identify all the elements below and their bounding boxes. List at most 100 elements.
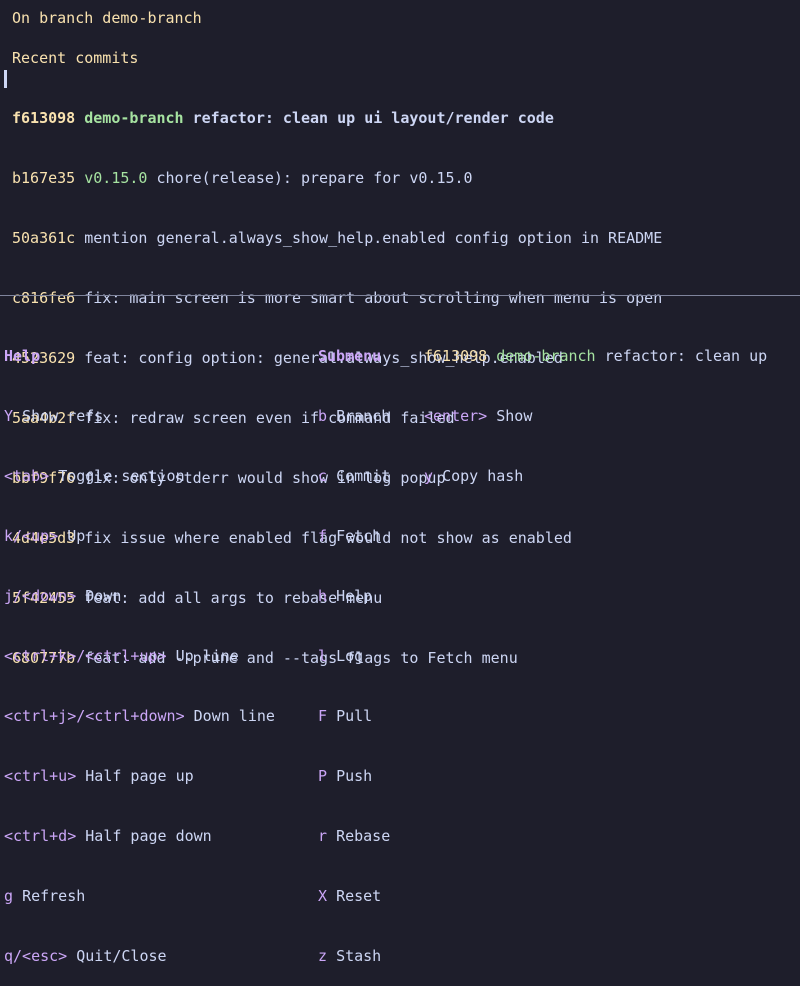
submenu-item: l Log	[318, 646, 390, 666]
help-item: <tab> Toggle section	[4, 466, 275, 486]
commit-ref: demo-branch	[496, 347, 596, 365]
submenu-item: r Rebase	[318, 826, 390, 846]
commit-hash: c816fe6	[12, 289, 76, 307]
commit-message: fix: main screen is more smart about scr…	[84, 289, 663, 307]
help-item: q/<esc> Quit/Close	[4, 946, 275, 966]
context-commit: f613098 demo-branch refactor: clean up	[424, 346, 767, 366]
help-column: Help Y Show refs <tab> Toggle section k/…	[4, 306, 275, 986]
commit-ref: demo-branch	[84, 109, 184, 127]
key-hint: j/<down>	[4, 587, 77, 605]
key-hint: z	[318, 947, 328, 965]
context-item: <enter> Show	[424, 406, 767, 426]
help-divider	[0, 295, 800, 296]
key-label: Fetch	[336, 527, 382, 545]
key-hint: r	[318, 827, 328, 845]
key-label: Toggle section	[58, 467, 185, 485]
cursor-marker	[4, 70, 7, 88]
key-label: Show refs	[22, 407, 104, 425]
key-hint: <ctrl+k>/<ctrl+up>	[4, 647, 167, 665]
submenu-item: F Pull	[318, 706, 390, 726]
key-hint: c	[318, 467, 328, 485]
key-label: Copy hash	[442, 467, 524, 485]
commit-row[interactable]: 5aa4b2f fix: redraw screen even if comma…	[12, 408, 662, 428]
help-item: j/<down> Down	[4, 586, 275, 606]
key-label: Refresh	[22, 887, 86, 905]
key-label: Commit	[336, 467, 391, 485]
submenu-item: P Push	[318, 766, 390, 786]
commit-hash: b167e35	[12, 169, 76, 187]
key-hint: <ctrl+u>	[4, 767, 77, 785]
key-hint: Y	[4, 407, 14, 425]
key-hint: <ctrl+j>/<ctrl+down>	[4, 707, 185, 725]
key-label: Help	[336, 587, 373, 605]
submenu-column: Submenu b Branch c Commit f Fetch h Help…	[318, 306, 390, 986]
key-hint: <tab>	[4, 467, 50, 485]
key-label: Up	[67, 527, 86, 545]
key-label: Half page down	[85, 827, 212, 845]
key-hint: g	[4, 887, 14, 905]
key-hint: X	[318, 887, 328, 905]
recent-commits-heading: Recent commits	[12, 49, 139, 67]
help-item: g Refresh	[4, 886, 275, 906]
key-label: Down	[85, 587, 122, 605]
help-item: <ctrl+d> Half page down	[4, 826, 275, 846]
key-label: Half page up	[85, 767, 194, 785]
submenu-item: X Reset	[318, 886, 390, 906]
commit-hash: 50a361c	[12, 229, 76, 247]
commit-hash: 5aa4b2f	[12, 409, 76, 427]
key-hint: <enter>	[424, 407, 488, 425]
key-label: Up line	[175, 647, 239, 665]
key-hint: k/<up>	[4, 527, 59, 545]
commit-row[interactable]: f613098 demo-branch refactor: clean up u…	[12, 108, 662, 128]
context-column: f613098 demo-branch refactor: clean up <…	[424, 306, 767, 506]
help-item: <ctrl+u> Half page up	[4, 766, 275, 786]
commit-message: chore(release): prepare for v0.15.0	[156, 169, 473, 187]
help-item: k/<up> Up	[4, 526, 275, 546]
submenu-item: f Fetch	[318, 526, 390, 546]
context-item: y Copy hash	[424, 466, 767, 486]
key-hint: l	[318, 647, 328, 665]
key-label: Down line	[193, 707, 275, 725]
key-hint: b	[318, 407, 328, 425]
commit-row[interactable]: c816fe6 fix: main screen is more smart a…	[12, 288, 662, 308]
key-label: Push	[336, 767, 373, 785]
submenu-item: h Help	[318, 586, 390, 606]
help-item: <ctrl+j>/<ctrl+down> Down line	[4, 706, 275, 726]
commit-message: refactor: clean up ui layout/render code	[192, 109, 554, 127]
commit-message: fix: redraw screen even if command faile…	[84, 409, 455, 427]
key-label: Branch	[336, 407, 391, 425]
key-hint: y	[424, 467, 434, 485]
commit-hash: f613098	[424, 347, 488, 365]
commit-message: mention general.always_show_help.enabled…	[84, 229, 663, 247]
commit-message: refactor: clean up	[604, 347, 768, 365]
submenu-heading: Submenu	[318, 347, 382, 365]
submenu-item: b Branch	[318, 406, 390, 426]
key-hint: F	[318, 707, 328, 725]
key-label: Pull	[336, 707, 373, 725]
commit-hash: f613098	[12, 109, 76, 127]
commit-hash: 4523629	[12, 349, 76, 367]
key-label: Quit/Close	[76, 947, 167, 965]
commit-row[interactable]: bbf9f76 fix: only stderr would show in l…	[12, 468, 662, 488]
commit-message: feat: config option: general.always_show…	[84, 349, 563, 367]
key-hint: h	[318, 587, 328, 605]
submenu-item: c Commit	[318, 466, 390, 486]
key-label: Log	[336, 647, 364, 665]
key-label: Stash	[336, 947, 382, 965]
commit-row[interactable]: b167e35 v0.15.0 chore(release): prepare …	[12, 168, 662, 188]
key-label: Rebase	[336, 827, 391, 845]
help-item: Y Show refs	[4, 406, 275, 426]
help-heading: Help	[4, 347, 41, 365]
commit-row[interactable]: 4523629 feat: config option: general.alw…	[12, 348, 662, 368]
branch-status: On branch demo-branch	[12, 9, 202, 27]
key-hint: f	[318, 527, 328, 545]
key-hint: q/<esc>	[4, 947, 68, 965]
key-hint: P	[318, 767, 328, 785]
key-label: Reset	[336, 887, 382, 905]
key-hint: <ctrl+d>	[4, 827, 77, 845]
commit-message: fix: only stderr would show in log popup	[84, 469, 446, 487]
help-item: <ctrl+k>/<ctrl+up> Up line	[4, 646, 275, 666]
commit-hash: bbf9f76	[12, 469, 76, 487]
submenu-item: z Stash	[318, 946, 390, 966]
commit-row[interactable]: 50a361c mention general.always_show_help…	[12, 228, 662, 248]
